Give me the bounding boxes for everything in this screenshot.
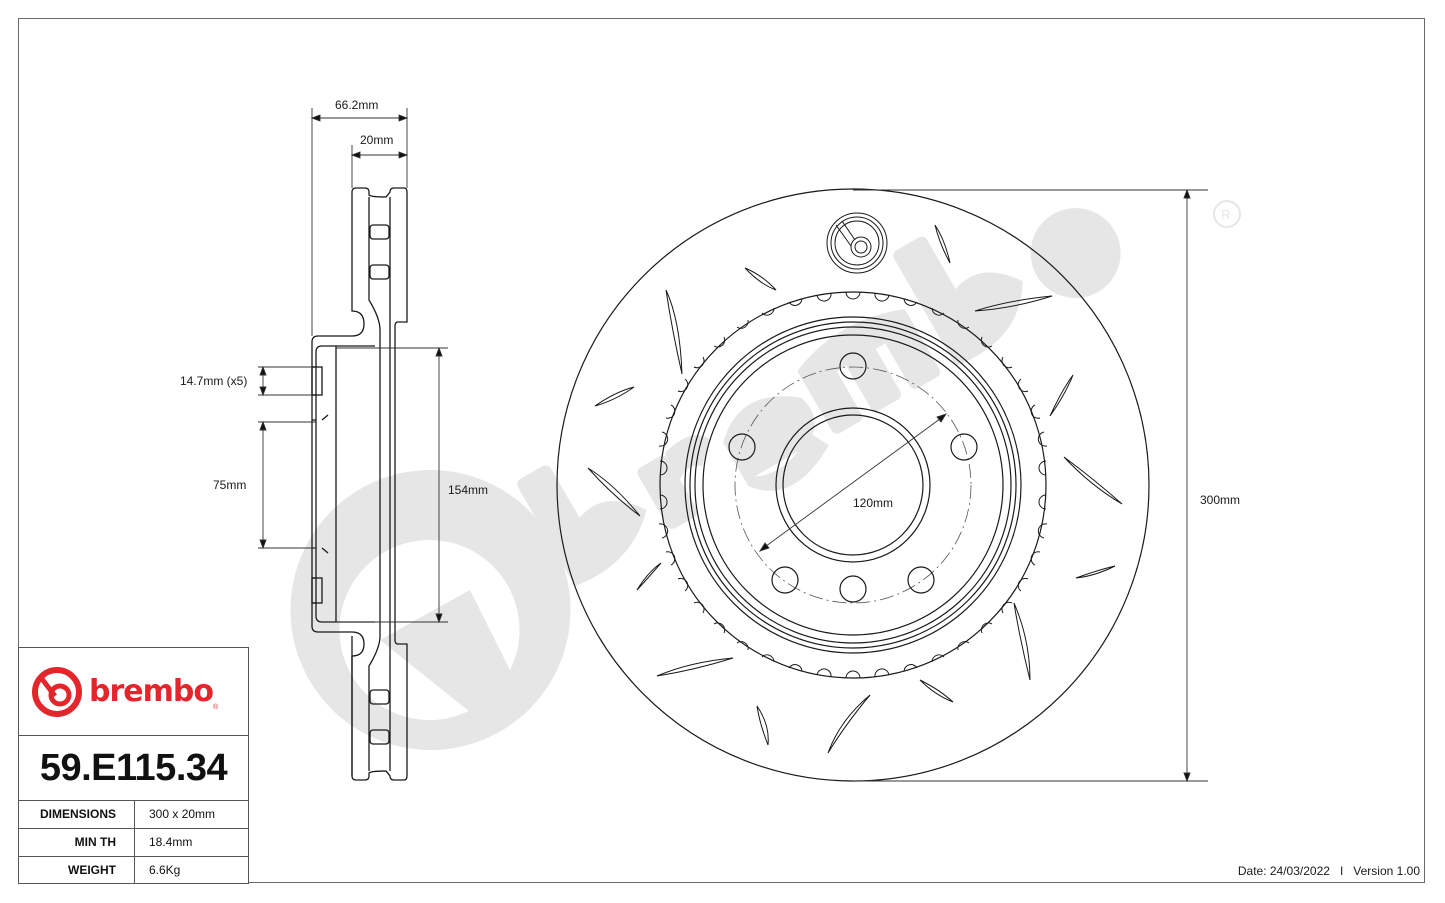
registered-mark-icon: R	[1221, 207, 1230, 222]
spec-value: 300 x 20mm	[149, 807, 216, 821]
version-label: Version 1.00	[1353, 864, 1420, 878]
thickness-label: 20mm	[360, 133, 394, 147]
spec-value: 6.6Kg	[149, 863, 181, 877]
spec-row: WEIGHT 6.6Kg	[19, 857, 248, 884]
date-label: Date: 24/03/2022	[1237, 864, 1330, 878]
brembo-logo-icon	[32, 666, 82, 717]
drilled-slots	[587, 224, 1123, 754]
hat-diameter-label: 154mm	[448, 483, 489, 497]
side-view-dimension-lines	[258, 108, 448, 624]
outer-diameter-label: 300mm	[1200, 493, 1241, 507]
footer-separator: I	[1339, 864, 1344, 878]
front-view-disc	[556, 188, 1150, 782]
ring-notches	[658, 291, 1048, 679]
spec-row: DIMENSIONS 300 x 20mm	[19, 801, 248, 829]
pcd-circle	[734, 366, 972, 604]
bolt-holes	[728, 352, 978, 603]
notched-ring	[659, 291, 1047, 679]
brand-name: brembo	[89, 674, 214, 709]
spec-value: 18.4mm	[149, 835, 193, 849]
bolt-hole-label: 14.7mm (x5)	[180, 374, 248, 388]
center-bore-label: 75mm	[213, 478, 247, 492]
side-view-profile	[311, 187, 408, 781]
disc-brembo-logo-icon	[826, 212, 888, 274]
drawing-frame	[18, 18, 1425, 883]
front-view-dimension-lines	[758, 188, 1208, 783]
overall-height-label: 66.2mm	[335, 98, 379, 112]
part-number: 59.E115.34	[19, 736, 248, 801]
spec-label: MIN TH	[19, 829, 135, 856]
spec-label: DIMENSIONS	[19, 801, 135, 828]
spec-row: MIN TH 18.4mm	[19, 829, 248, 857]
pcd-label: 120mm	[853, 496, 894, 510]
footer-info: Date: 24/03/2022 I Version 1.00	[1238, 864, 1420, 878]
spec-label: WEIGHT	[19, 857, 135, 884]
brembo-watermark-icon: R	[290, 200, 1241, 750]
brembo-logo: brembo ®	[19, 648, 248, 736]
registered-mark-icon: ®	[212, 704, 219, 711]
title-block: brembo ® 59.E115.34 DIMENSIONS 300 x 20m…	[18, 647, 249, 884]
